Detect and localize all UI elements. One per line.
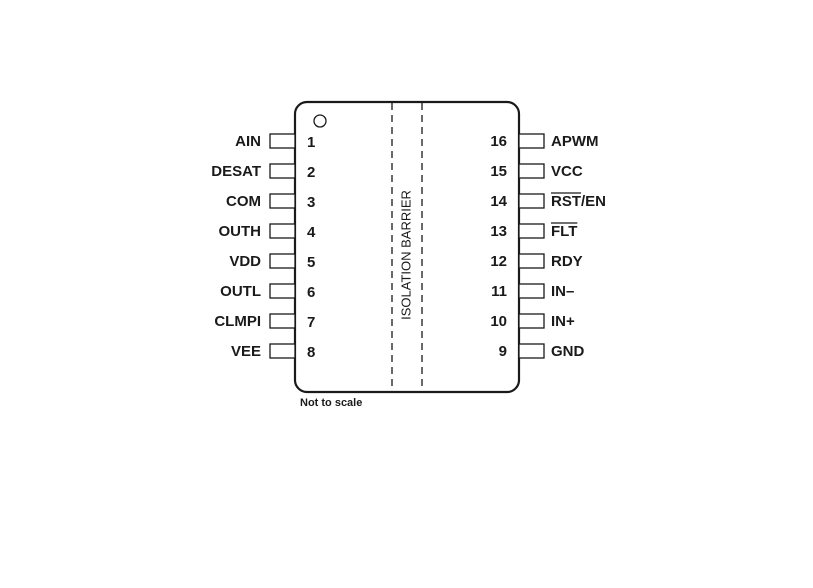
pin-lead [269,343,296,359]
pin-number: 6 [307,284,315,301]
left-pin-7: CLMPI 7 [214,313,315,331]
pin-number: 1 [307,134,315,151]
pin-lead [269,193,296,209]
pin-name: IN+ [551,313,575,330]
pin-lead [518,223,545,239]
left-pin-2: DESAT 2 [211,163,315,181]
pin-number: 13 [490,223,507,240]
pin-number: 11 [491,283,507,300]
pin-name: GND [551,343,585,360]
pin-name: VCC [551,163,583,180]
pin-number: 7 [307,314,315,331]
pin1-marker-icon [313,114,327,128]
pin-lead [518,343,545,359]
pin-number: 9 [499,343,507,360]
pin-name: COM [226,193,261,210]
left-pin-3: COM 3 [226,193,315,211]
pin-number: 8 [307,344,315,361]
right-pin-9: 9 GND [499,343,585,360]
pin-number: 3 [307,194,315,211]
right-pin-14: 14 RST/EN [490,192,606,210]
scale-note: Not to scale [300,397,362,409]
pin-lead [518,253,545,269]
pin-number: 4 [307,224,316,241]
left-pin-5: VDD 5 [229,253,315,271]
pin-name: DESAT [211,163,261,180]
pin-lead [269,133,296,149]
package-body [293,100,521,394]
right-pin-13: 13 FLT [490,222,578,240]
pin-name: VEE [231,343,261,360]
right-pin-12: 12 RDY [490,253,582,270]
pin-lead [518,313,545,329]
pin-name: AIN [235,133,261,150]
pin-lead [518,163,545,179]
right-pin-16: 16 APWM [490,133,598,150]
pin-number: 14 [490,193,507,210]
pin-name: APWM [551,133,599,150]
pin-lead [269,253,296,269]
pin-number: 2 [307,164,315,181]
right-pin-10: 10 IN+ [490,313,575,330]
pin-name: VDD [229,253,261,270]
pin-name: CLMPI [214,313,261,330]
barrier-label: ISOLATION BARRIER [398,190,413,320]
pin-name: FLT [551,223,577,240]
left-pin-8: VEE 8 [231,343,315,361]
left-pin-6: OUTL 6 [220,283,315,301]
pin-lead [518,133,545,149]
left-pin-1: AIN 1 [235,133,315,151]
left-pin-4: OUTH 4 [219,223,317,241]
pin-lead [269,223,296,239]
right-pin-group: 16 APWM 15 VCC 14 RST/EN 13 FLT 12 RDY 11 IN– 10 IN+ 9… [490,133,606,360]
pin-number: 16 [490,133,507,150]
pin-lead [269,313,296,329]
pin-name: IN– [551,283,574,300]
pin-name: OUTL [220,283,261,300]
pin-lead [269,283,296,299]
pin-number: 10 [490,313,507,330]
pin-name: RST/EN [551,193,606,210]
pin-number: 5 [307,254,315,271]
pin-name: OUTH [219,223,262,240]
pin-name: RDY [551,253,583,270]
pin-lead [518,193,545,209]
right-pin-11: 11 IN– [491,283,574,300]
pin-lead [269,163,296,179]
pin-lead [518,283,545,299]
pin-number: 15 [490,163,507,180]
pin-number: 12 [490,253,507,270]
right-pin-15: 15 VCC [490,163,583,180]
